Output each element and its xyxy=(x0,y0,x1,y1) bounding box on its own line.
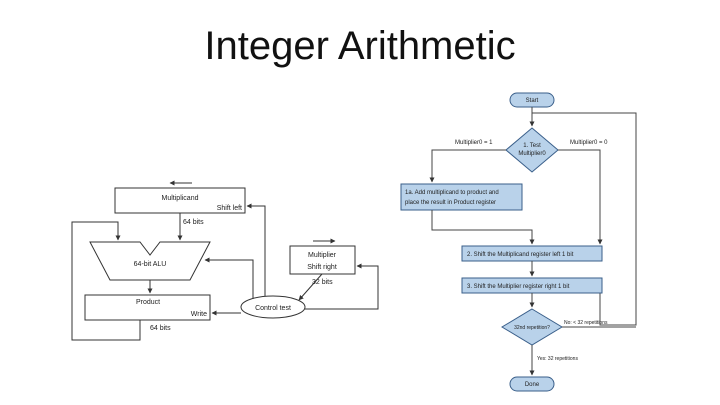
no-branch-label: No: < 32 repetitions xyxy=(564,320,608,326)
yes-branch-label: Yes: 32 repetitions xyxy=(537,356,578,362)
step1a-line2: place the result in Product register xyxy=(405,200,496,206)
multiplicand-label: Multiplicand xyxy=(162,195,199,202)
step3-label: 3. Shift the Multiplier register right 1… xyxy=(467,284,570,290)
control-to-alu-wire xyxy=(204,257,254,299)
multiplier-to-control-wire xyxy=(298,273,323,301)
done-label: Done xyxy=(525,382,540,388)
multiplier-bits-label: 32 bits xyxy=(312,279,333,286)
step1a-to-step2-wire xyxy=(431,210,535,245)
alu-shape xyxy=(89,241,211,281)
multiplicand-bits-label: 64 bits xyxy=(183,219,204,226)
product-bits-label: 64 bits xyxy=(150,325,171,332)
multiplier-hardware: Multiplicand Shift left 64 bits 64-bit A… xyxy=(71,180,379,341)
multiplier-label: Multiplier xyxy=(308,252,337,259)
loop-back-wire xyxy=(532,112,637,326)
write-label: Write xyxy=(191,311,207,318)
control-to-multiplier-wire xyxy=(305,263,379,310)
control-to-multiplicand-wire xyxy=(246,203,266,296)
multiply-flowchart: Start 1. Test Multiplier0 Multiplier0 = … xyxy=(400,92,637,392)
test-line2: Multiplier0 xyxy=(518,151,546,157)
branch-left-wire xyxy=(429,149,506,183)
test-line1: 1. Test xyxy=(523,143,541,149)
branch-right-label: Multiplier0 = 0 xyxy=(570,140,608,146)
step1a-line1: 1a. Add multiplicand to product and xyxy=(405,190,499,196)
product-feedback-wire xyxy=(71,221,141,341)
alu-label: 64-bit ALU xyxy=(134,261,167,268)
decision-label: 32nd repetition? xyxy=(514,325,550,331)
product-register xyxy=(84,294,211,321)
start-label: Start xyxy=(526,98,539,104)
shift-right-label: Shift right xyxy=(307,264,337,271)
test-multiplier0-diamond xyxy=(505,127,559,173)
multiplicand-register xyxy=(114,187,246,214)
control-test xyxy=(240,295,306,319)
multiplier-register xyxy=(289,245,356,275)
step2-label: 2. Shift the Multiplicand register left … xyxy=(467,252,574,258)
page-title: Integer Arithmetic xyxy=(204,24,516,68)
shift-left-label: Shift left xyxy=(217,205,242,212)
control-test-label: Control test xyxy=(255,305,291,312)
product-label: Product xyxy=(136,299,160,306)
branch-left-label: Multiplier0 = 1 xyxy=(455,140,493,146)
branch-right-wire xyxy=(558,149,603,245)
done-node xyxy=(509,376,555,392)
step1a-box xyxy=(400,183,523,211)
